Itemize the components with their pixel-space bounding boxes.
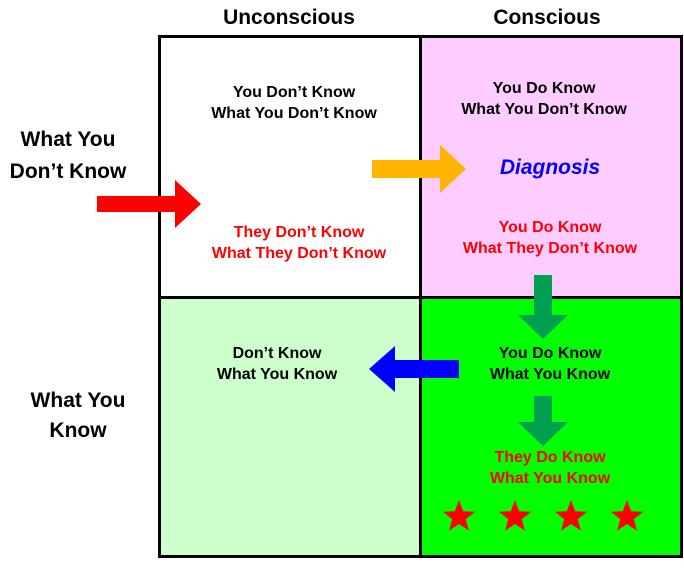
text-line: What You Know xyxy=(489,366,611,383)
row-header-line: What You xyxy=(30,389,126,412)
diagnosis-label: Diagnosis xyxy=(499,156,601,179)
text-line: You Don’t Know xyxy=(232,84,356,101)
star-icon xyxy=(610,500,644,531)
quadrant-text-they-dont-know-red: You Do Know What They Don’t Know xyxy=(430,217,670,259)
star-icon xyxy=(554,500,588,531)
text-line: What They Don’t Know xyxy=(462,240,638,257)
text-line: They Do Know xyxy=(494,449,606,466)
blue-left-arrow-icon xyxy=(369,346,459,392)
quadrant-text-they-do-know: They Do Know What You Know xyxy=(430,447,670,489)
star-icon xyxy=(498,500,532,531)
text-line: You Do Know xyxy=(498,345,602,362)
text-line: They Don’t Know xyxy=(233,224,365,241)
row-header-what-you-know: What You Know xyxy=(10,386,146,446)
row-header-line: Don’t Know xyxy=(9,160,127,183)
text-line: You Do Know xyxy=(498,219,602,236)
quadrant-text-they-dont-know: They Don’t Know What They Don’t Know xyxy=(179,222,419,264)
quadrant-conscious-dont-know xyxy=(419,35,683,299)
text-line: What You Know xyxy=(216,366,338,383)
text-line: What They Don’t Know xyxy=(211,245,387,262)
row-header-line: What You xyxy=(20,128,116,151)
text-line: Don’t Know xyxy=(232,345,322,362)
quadrant-text-you-dont-know: You Don’t Know What You Don’t Know xyxy=(174,82,414,124)
green-down-arrow-icon-lower xyxy=(518,396,568,446)
quadrant-unconscious-know xyxy=(158,296,422,558)
text-line: What You Don’t Know xyxy=(461,101,627,118)
green-down-arrow-icon xyxy=(518,275,568,339)
text-line: You Do Know xyxy=(492,80,596,97)
column-header-unconscious: Unconscious xyxy=(223,6,355,29)
quadrant-text-dont-know-what-you-know: Don’t Know What You Know xyxy=(157,343,397,385)
red-right-arrow-icon xyxy=(97,180,201,228)
orange-right-arrow-icon xyxy=(372,145,466,193)
quadrant-text-you-do-know-what-you-know: You Do Know What You Know xyxy=(430,343,670,385)
row-header-what-you-dont-know: What You Don’t Know xyxy=(0,124,136,188)
quadrant-text-you-do-know-dont-know: You Do Know What You Don’t Know xyxy=(424,78,664,120)
star-icon xyxy=(442,500,476,531)
column-header-conscious: Conscious xyxy=(493,6,601,29)
row-header-line: Know xyxy=(49,419,107,442)
text-line: What You Know xyxy=(489,470,611,487)
text-line: What You Don’t Know xyxy=(211,105,377,122)
